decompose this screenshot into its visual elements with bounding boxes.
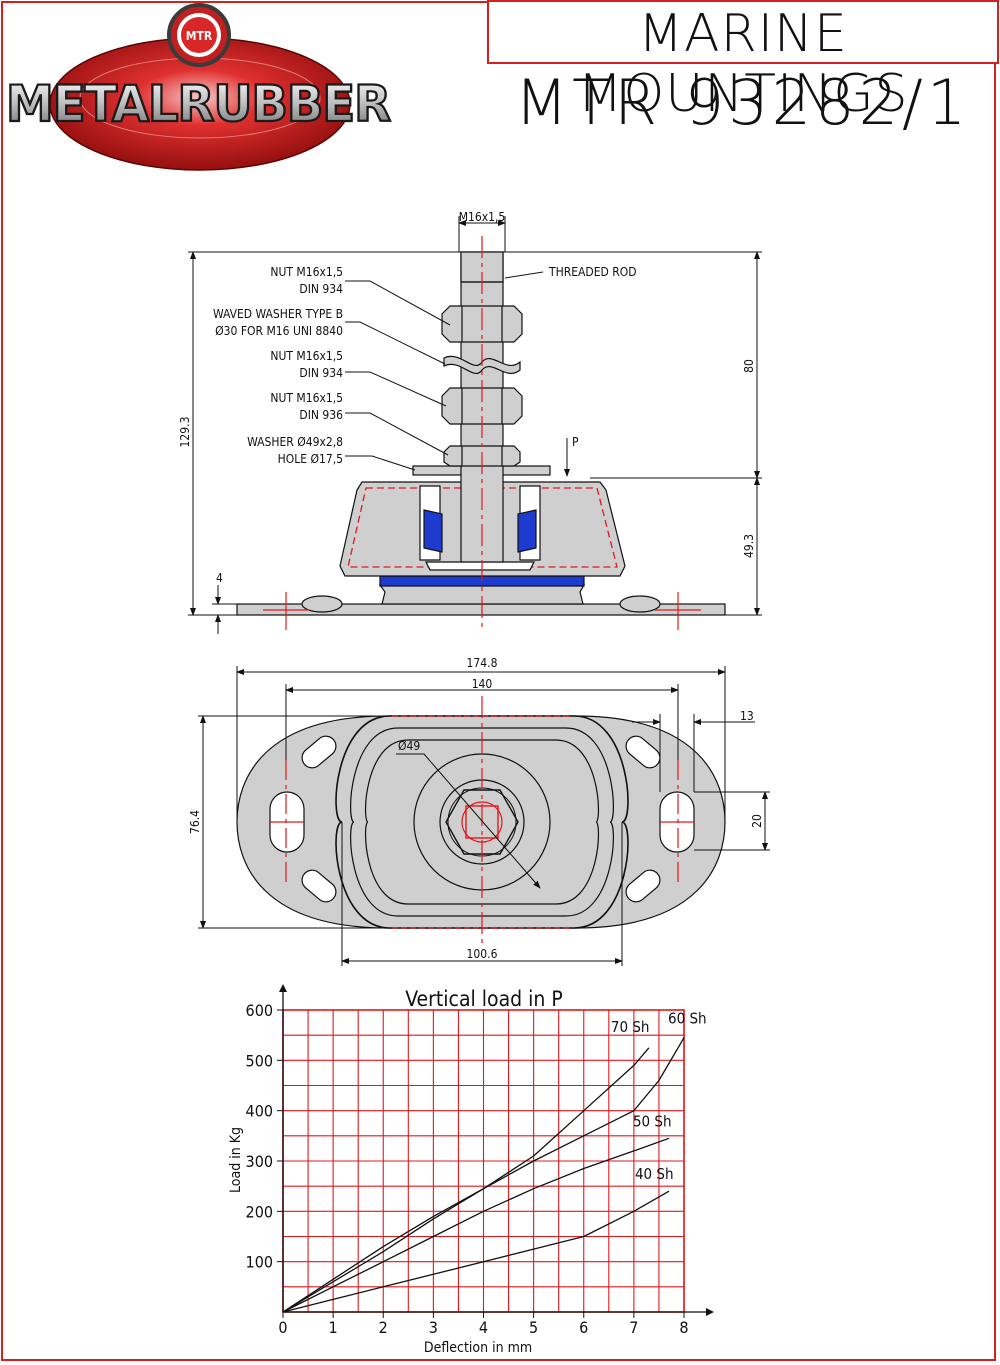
dim-slot-width: 13	[740, 709, 754, 723]
top-view-labels: 174.8 140 76.4 100.6 13 20 Ø49	[188, 656, 764, 961]
x-tick-label: 3	[429, 1318, 438, 1337]
title-box: MARINE MOUNTINGS	[487, 0, 999, 124]
y-tick-label: 300	[246, 1152, 273, 1171]
callout-nut-3-line2: DIN 936	[299, 408, 343, 422]
x-tick-label: 8	[679, 1318, 688, 1337]
callout-washer-line1: WAVED WASHER TYPE B	[213, 307, 343, 321]
title: MARINE MOUNTINGS	[577, 4, 909, 124]
series-line	[282, 1190, 670, 1313]
chart-x-axis-label: Deflection in mm	[424, 1340, 532, 1356]
part-number: MTR 93282/1	[514, 66, 971, 139]
y-tick-label: 200	[246, 1202, 273, 1221]
x-tick-label: 4	[479, 1318, 488, 1337]
callout-plate-washer-line1: WASHER Ø49x2,8	[247, 435, 343, 449]
y-tick-label: 400	[246, 1102, 273, 1121]
x-tick-label: 1	[329, 1318, 338, 1337]
dim-body: 49.3	[742, 534, 756, 558]
dim-base: 4	[216, 571, 223, 585]
series-label: 60 Sh	[668, 1010, 707, 1028]
callout-nut-2-line1: NUT M16x1,5	[270, 349, 343, 363]
chart-series: 70 Sh 60 Sh 50 Sh 40 Sh	[282, 1010, 707, 1313]
x-tick-label: 2	[379, 1318, 388, 1337]
series-label: 40 Sh	[635, 1165, 674, 1183]
brand-logo: MTR METALRUBBER	[5, 3, 392, 171]
thread-label: M16x1,5	[459, 210, 506, 224]
load-deflection-chart: 0 1 2 3 4 5 6 7 8 100 200 300 400 500 600 70 Sh 60 Sh 50…	[228, 984, 714, 1356]
callout-nut-1-line1: NUT M16x1,5	[270, 265, 343, 279]
y-tick-label: 100	[246, 1253, 273, 1272]
chart-y-axis-label: Load in Kg	[228, 1127, 244, 1193]
brand-badge: MTR	[186, 29, 213, 43]
series-line	[282, 1137, 670, 1313]
callout-nut-3-line1: NUT M16x1,5	[270, 391, 343, 405]
chart-title: Vertical load in P	[405, 987, 563, 1011]
dim-body-length: 100.6	[467, 947, 498, 961]
dim-diameter: Ø49	[398, 739, 420, 753]
x-tick-label: 7	[629, 1318, 638, 1337]
chart-grid	[282, 1009, 685, 1313]
series-line	[282, 1037, 685, 1313]
series-label: 70 Sh	[611, 1018, 650, 1036]
x-axis-arrow	[706, 1308, 714, 1316]
dim-width: 76.4	[188, 810, 202, 834]
y-tick-label: 500	[246, 1051, 273, 1070]
x-tick-label: 0	[278, 1318, 287, 1337]
dim-total-height: 129.3	[178, 417, 192, 448]
side-view	[188, 216, 762, 634]
dim-rod: 80	[742, 359, 756, 373]
callout-nut-1-line2: DIN 934	[299, 282, 343, 296]
x-tick-label: 5	[529, 1318, 538, 1337]
y-tick-label: 600	[246, 1001, 273, 1020]
x-tick-label: 6	[579, 1318, 588, 1337]
callout-washer-line2: Ø30 FOR M16 UNI 8840	[215, 324, 343, 338]
chart-ticks: 0 1 2 3 4 5 6 7 8 100 200 300 400 500 600	[246, 1001, 689, 1337]
top-view	[198, 666, 770, 966]
callout-nut-2-line2: DIN 934	[299, 366, 343, 380]
y-axis-arrow	[279, 984, 287, 992]
callout-plate-washer-line2: HOLE Ø17,5	[278, 452, 343, 466]
series-line	[282, 1047, 650, 1313]
threaded-rod-label: THREADED ROD	[548, 265, 637, 279]
dim-length: 174.8	[467, 656, 498, 670]
dim-slot-length: 20	[750, 814, 764, 828]
side-view-labels: M16x1,5 THREADED ROD NUT M16x1,5 DIN 934…	[178, 210, 756, 585]
dim-hole-centers: 140	[472, 677, 493, 691]
chart-axes	[279, 984, 714, 1316]
series-label: 50 Sh	[633, 1112, 672, 1130]
load-marker: P	[572, 435, 579, 449]
brand-wordmark: METALRUBBER	[6, 75, 390, 133]
